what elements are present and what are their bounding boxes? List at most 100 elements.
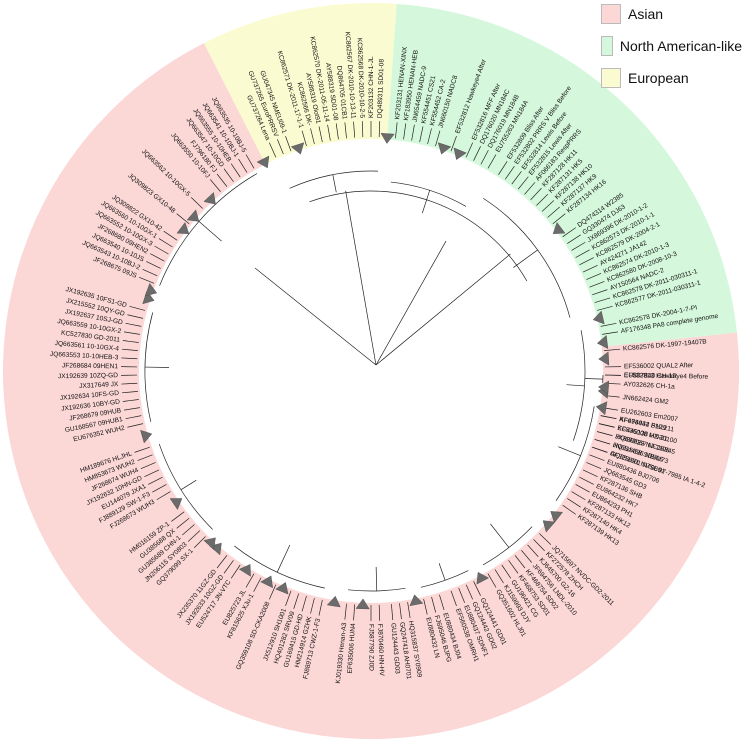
leaf-label: JQ663553 10-10HEB-3: [50, 351, 119, 362]
leaf-branch: [586, 272, 602, 280]
collapsed-clade-triangle: [592, 310, 605, 325]
leaf-branch: [353, 121, 356, 138]
collapsed-clade-triangle: [598, 380, 610, 395]
leaf-branch: [245, 154, 255, 169]
leaf-branch: [310, 128, 315, 145]
leaf-branch: [253, 577, 262, 592]
collapsed-clade-triangle: [275, 582, 289, 595]
collapsed-clade-triangle: [169, 498, 183, 510]
leaf-label: KF203132 CHN-1-JL: [368, 56, 375, 118]
leaf-branch: [127, 423, 144, 428]
leaf-branch: [230, 564, 241, 579]
leaf-branch: [124, 407, 140, 411]
leaf-branch: [146, 261, 161, 269]
leaf-branch: [301, 595, 307, 612]
leaf-label: EF635006 HUN4: [347, 623, 358, 674]
leaf-branch: [193, 536, 206, 549]
leaf-branch: [465, 142, 474, 158]
leaf-branch: [604, 348, 621, 351]
leaf-branch: [450, 590, 457, 607]
leaf-label: JF268684 09HEN1: [62, 362, 119, 370]
collapsed-clade-triangle: [437, 142, 452, 155]
collapsed-clade-triangles: [140, 132, 610, 610]
root-branch: [254, 267, 377, 366]
leaf-branch: [152, 484, 167, 493]
leaf-branch: [458, 587, 465, 603]
leaf-branch: [121, 348, 138, 351]
collapsed-clade-triangle: [595, 401, 608, 416]
clade-sector-north-american: [387, 3, 737, 347]
leaf-branch: [182, 524, 195, 536]
leaf-branch: [465, 584, 474, 600]
leaf-branch: [579, 476, 594, 485]
leaf-branch: [427, 128, 432, 145]
leaf-branch: [335, 123, 339, 140]
leaf-branch: [589, 454, 605, 461]
leaf-branch: [517, 176, 529, 190]
leaf-branch: [411, 124, 415, 141]
leaf-branch: [318, 126, 323, 143]
leaf-branch: [571, 491, 586, 501]
leaf-branch: [582, 265, 598, 273]
leaf-branch: [473, 581, 481, 596]
legend: Asian North American-like European: [601, 0, 742, 96]
collapsed-clade-triangle: [140, 429, 153, 444]
leaf-branch: [190, 197, 203, 209]
legend-swatch-asian: [601, 4, 621, 24]
leaf-branch: [579, 257, 594, 266]
leaf-branch: [562, 227, 576, 238]
collapsed-clade-triangle: [203, 192, 216, 205]
collapsed-clade-triangle: [260, 575, 273, 589]
leaf-branch: [137, 454, 153, 461]
leaf-branch: [176, 517, 190, 529]
leaf-label: JX317649 JX: [79, 381, 119, 390]
legend-item-north-american: North American-like: [601, 32, 742, 60]
legend-item-european: European: [601, 64, 742, 92]
leaf-branch: [121, 391, 138, 394]
leaf-branch: [277, 139, 284, 155]
clade-sector-asian: [3, 43, 740, 739]
collapsed-clade-triangle: [142, 290, 155, 305]
collapsed-clade-triangle: [144, 282, 158, 297]
leaf-branch: [592, 446, 608, 453]
leaf-branch: [594, 439, 611, 445]
leaf-label: KC862568 DK-2010-10-2-5: [356, 38, 366, 119]
collapsed-clade-triangle: [290, 142, 305, 155]
leaf-label: DQ489311 SD01-08: [377, 58, 386, 118]
leaf-branch: [301, 130, 307, 147]
root-branch: [375, 240, 447, 366]
leaf-branch: [439, 594, 445, 611]
leaf-branch: [598, 423, 615, 428]
leaf-branch: [344, 603, 347, 620]
legend-item-asian: Asian: [601, 0, 742, 28]
leaf-branch: [586, 462, 602, 470]
leaf-branch: [268, 142, 277, 158]
leaf-label: EU807840 CH-1R: [624, 372, 677, 380]
leaf-branch: [150, 253, 165, 262]
leaf-branch: [391, 604, 394, 621]
leaf-branch: [501, 564, 512, 579]
leaf-branch: [403, 123, 407, 140]
leaf-branch: [127, 314, 144, 319]
leaf-branch: [431, 596, 437, 613]
clade-sector-european: [203, 3, 397, 165]
leaf-branch: [230, 163, 241, 178]
leaf-branch: [344, 122, 347, 139]
leaf-branch: [600, 415, 617, 420]
leaf-branch: [171, 511, 185, 522]
leaf-branch: [318, 599, 323, 616]
leaf-branch: [125, 415, 142, 420]
leaf-label: GU124443 GD03: [389, 623, 400, 675]
leaf-branch: [536, 193, 549, 206]
leaf-branch: [163, 230, 178, 241]
collapsed-clade-triangle: [238, 564, 251, 577]
leaf-branch: [156, 491, 171, 501]
collapsed-clade-triangle: [326, 595, 341, 608]
leaf-branch: [473, 146, 481, 161]
legend-label-european: European: [628, 70, 689, 86]
leaf-branch: [140, 462, 156, 470]
leaf-branch: [575, 249, 590, 258]
leaf-branch: [158, 238, 173, 248]
leaf-branch: [285, 590, 292, 607]
legend-swatch-european: [601, 68, 621, 88]
